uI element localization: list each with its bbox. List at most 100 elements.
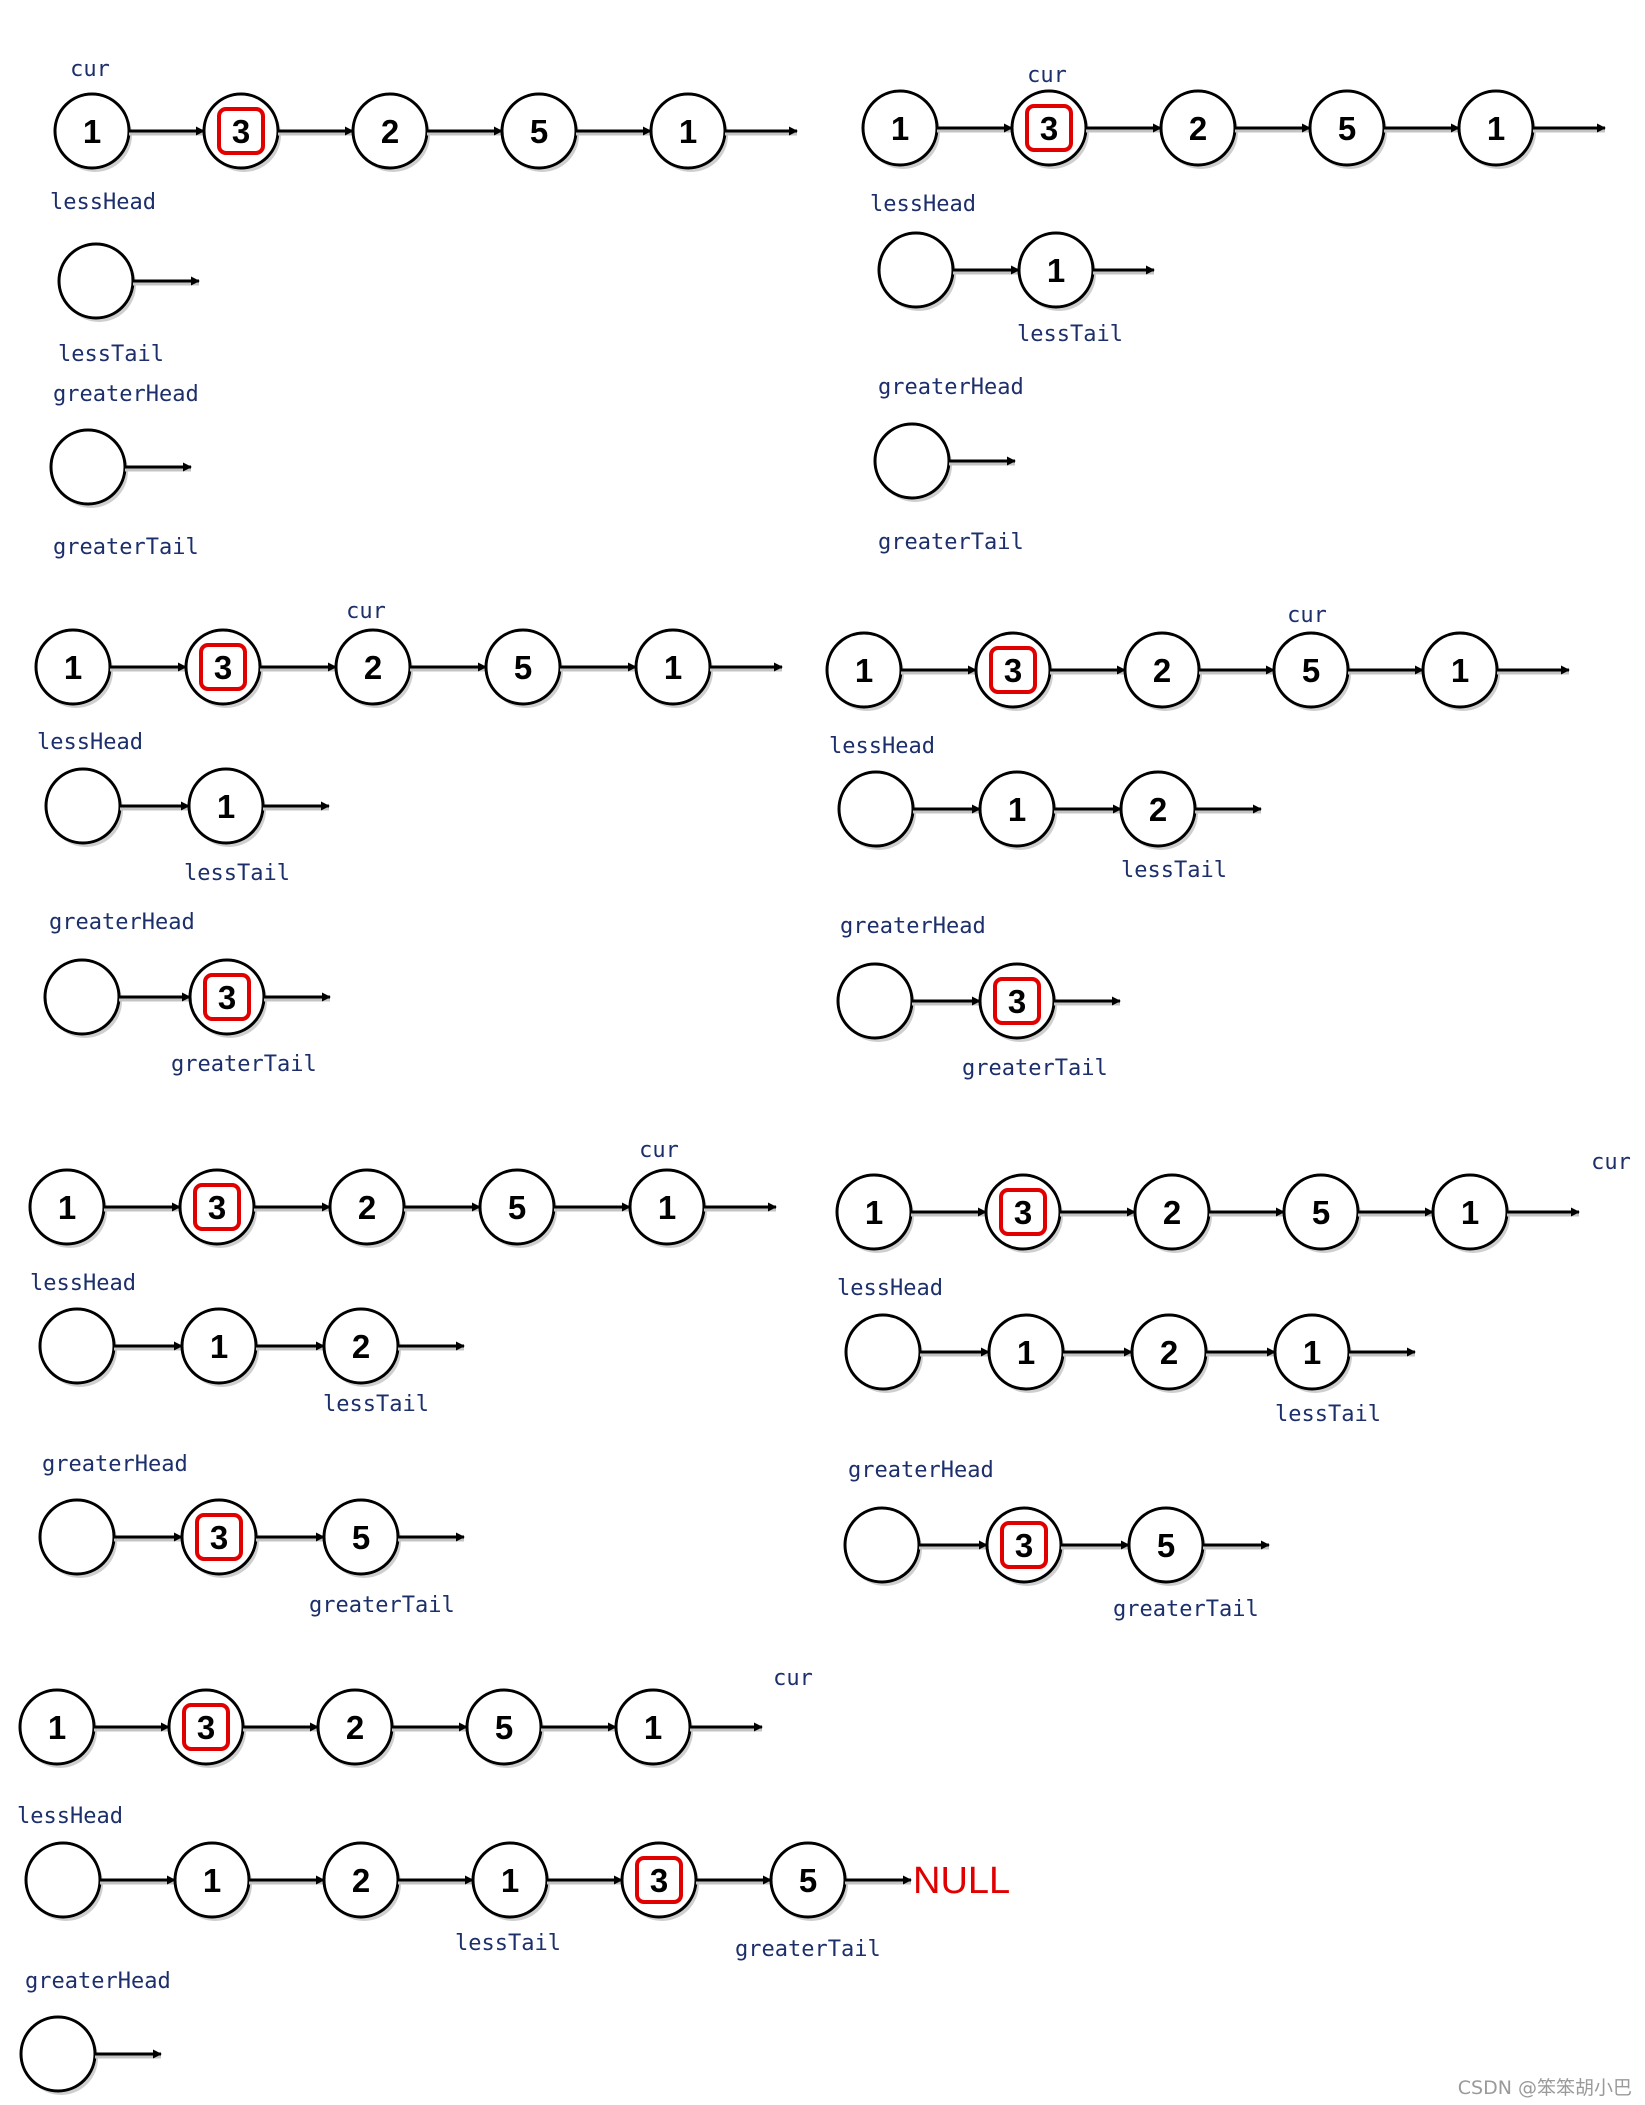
node-value: 1 xyxy=(58,1189,76,1226)
less-dummy-node xyxy=(57,242,135,320)
less-dummy-node xyxy=(44,767,122,845)
greater-tail-label: greaterTail xyxy=(735,1937,881,1962)
node-value: 3 xyxy=(218,979,236,1016)
node-value: 1 xyxy=(501,1862,519,1899)
node-value: 3 xyxy=(650,1862,668,1899)
node-value: 1 xyxy=(1451,652,1469,689)
node-value: 2 xyxy=(1189,110,1207,147)
node-value: 2 xyxy=(381,113,399,150)
node-value: 2 xyxy=(1160,1334,1178,1371)
less-tail-label: lessTail xyxy=(1121,858,1227,883)
node-value: 1 xyxy=(1461,1194,1479,1231)
cur-label: cur xyxy=(346,599,386,624)
node-value: 3 xyxy=(1014,1194,1032,1231)
greater-tail-label: greaterTail xyxy=(1113,1597,1259,1622)
node-value: 5 xyxy=(1302,652,1320,689)
node-value: 1 xyxy=(855,652,873,689)
greater-head-label: greaterHead xyxy=(840,914,986,939)
cur-label: cur xyxy=(1591,1150,1631,1175)
node-value: 2 xyxy=(358,1189,376,1226)
greater-tail-label: greaterTail xyxy=(171,1052,317,1077)
merged-dummy-node xyxy=(24,1841,102,1919)
less-tail-label: lessTail xyxy=(184,861,290,886)
node-value: 1 xyxy=(644,1709,662,1746)
node-value: 1 xyxy=(217,788,235,825)
less-head-label: lessHead xyxy=(37,730,143,755)
greater-head-label: greaterHead xyxy=(848,1458,994,1483)
node-value: 3 xyxy=(1040,110,1058,147)
greater-dummy-node xyxy=(38,1498,116,1576)
greater-head-label: greaterHead xyxy=(25,1969,171,1994)
node-value: 3 xyxy=(214,649,232,686)
greater-tail-label: greaterTail xyxy=(53,535,199,560)
node-value: 1 xyxy=(865,1194,883,1231)
node-value: 3 xyxy=(1015,1527,1033,1564)
null-terminator: NULL xyxy=(913,1860,1010,1902)
node-value: 5 xyxy=(799,1862,817,1899)
less-tail-label: lessTail xyxy=(455,1931,561,1956)
highlight-box xyxy=(195,1513,243,1561)
node-value: 1 xyxy=(679,113,697,150)
less-tail-label: lessTail xyxy=(58,342,164,367)
highlight-box xyxy=(635,1856,683,1904)
node-value: 3 xyxy=(197,1709,215,1746)
node-value: 1 xyxy=(203,1862,221,1899)
less-head-label: lessHead xyxy=(50,190,156,215)
node-value: 2 xyxy=(364,649,382,686)
less-tail-label: lessTail xyxy=(1017,322,1123,347)
node-value: 1 xyxy=(48,1709,66,1746)
cur-label: cur xyxy=(1027,63,1067,88)
greater-tail-label: greaterTail xyxy=(309,1593,455,1618)
node-value: 5 xyxy=(514,649,532,686)
node-value: 3 xyxy=(232,113,250,150)
highlight-box xyxy=(989,646,1037,694)
less-head-label: lessHead xyxy=(17,1804,123,1829)
node-value: 2 xyxy=(352,1328,370,1365)
node-value: 1 xyxy=(1303,1334,1321,1371)
less-dummy-node xyxy=(844,1313,922,1391)
less-dummy-node xyxy=(837,770,915,848)
node-value: 5 xyxy=(530,113,548,150)
greater-head-label: greaterHead xyxy=(53,382,199,407)
highlight-box xyxy=(203,973,251,1021)
node-value: 2 xyxy=(352,1862,370,1899)
highlight-box xyxy=(182,1703,230,1751)
node-value: 5 xyxy=(1338,110,1356,147)
greater-dummy-node xyxy=(49,428,127,506)
greater-tail-label: greaterTail xyxy=(962,1056,1108,1081)
node-value: 3 xyxy=(1004,652,1022,689)
highlight-box xyxy=(1025,104,1073,152)
watermark: CSDN @笨笨胡小巴 xyxy=(1458,2077,1632,2099)
node-value: 5 xyxy=(495,1709,513,1746)
less-head-label: lessHead xyxy=(870,192,976,217)
highlight-box xyxy=(199,643,247,691)
highlight-box xyxy=(193,1183,241,1231)
highlight-box xyxy=(1000,1521,1048,1569)
node-value: 5 xyxy=(1157,1527,1175,1564)
cur-label: cur xyxy=(70,57,110,82)
less-dummy-node xyxy=(38,1307,116,1385)
greater-dummy-node xyxy=(43,958,121,1036)
less-head-label: lessHead xyxy=(837,1276,943,1301)
greater-dummy-node xyxy=(19,2015,97,2093)
node-value: 5 xyxy=(1312,1194,1330,1231)
greater-dummy-node xyxy=(843,1506,921,1584)
greater-head-label: greaterHead xyxy=(878,375,1024,400)
node-value: 1 xyxy=(891,110,909,147)
less-head-label: lessHead xyxy=(829,734,935,759)
highlight-box xyxy=(217,107,265,155)
node-value: 2 xyxy=(1163,1194,1181,1231)
less-dummy-node xyxy=(877,231,955,309)
node-value: 5 xyxy=(352,1519,370,1556)
cur-label: cur xyxy=(639,1138,679,1163)
cur-label: cur xyxy=(1287,603,1327,628)
cur-label: cur xyxy=(773,1666,813,1691)
node-value: 3 xyxy=(1008,983,1026,1020)
less-head-label: lessHead xyxy=(30,1271,136,1296)
